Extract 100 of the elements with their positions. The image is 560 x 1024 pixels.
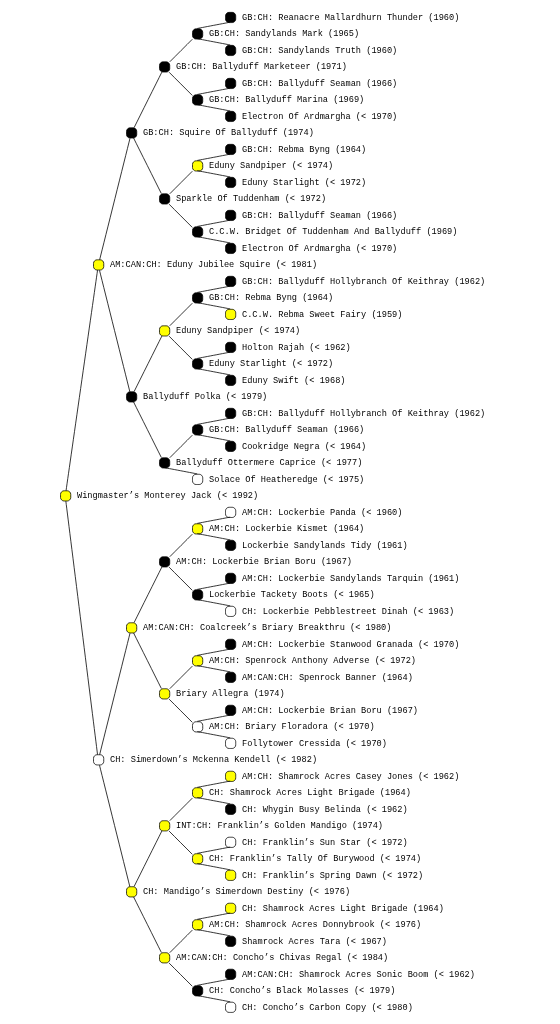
connector <box>196 170 231 178</box>
connector <box>196 104 231 112</box>
node-label: C.C.W. Bridget Of Tuddenham And Ballyduff (1969) <box>208 227 457 238</box>
node-label: GB:CH: Ballyduff Hollybranch Of Keithray (1962) <box>241 408 485 419</box>
node-label: AM:CAN:CH: Shamrock Acres Sonic Boom (< 1962) <box>241 969 475 980</box>
node-label: GB:CH: Ballyduff Seaman (1966) <box>241 78 397 89</box>
connector <box>168 71 193 96</box>
node-label: Ballyduff Ottermere Caprice (< 1977) <box>175 458 362 469</box>
node-label: Ballyduff Polka (< 1979) <box>142 392 267 403</box>
connector <box>132 896 162 953</box>
connector <box>196 648 231 656</box>
connector <box>196 516 231 524</box>
connector <box>196 285 231 293</box>
connector <box>196 87 231 95</box>
node-label: CH: Whygin Busy Belinda (< 1962) <box>241 804 408 815</box>
node-label: CH: Franklin’s Tally Of Burywood (< 1974) <box>208 854 421 865</box>
connector <box>132 137 162 194</box>
node-label: Lockerbie Tackety Boots (< 1965) <box>208 590 375 601</box>
connector <box>133 566 162 623</box>
node-label: Follytower Cressida (< 1970) <box>241 738 387 749</box>
connector <box>196 599 231 607</box>
node-label: Eduny Starlight (< 1972) <box>208 359 333 370</box>
node-label: INT:CH: Franklin’s Golden Mandigo (1974) <box>175 821 383 832</box>
node-label: Briary Allegra (1974) <box>175 689 285 700</box>
node-label: Sparkle Of Tuddenham (< 1972) <box>175 194 326 205</box>
connector <box>196 219 231 227</box>
node-label: Eduny Starlight (< 1972) <box>241 177 366 188</box>
node-label: AM:CH: Lockerbie Kismet (1964) <box>208 524 364 535</box>
node-label: CH: Concho’s Black Molasses (< 1979) <box>208 986 395 997</box>
connector <box>163 467 198 475</box>
connector <box>196 351 231 359</box>
node-label: Eduny Swift (< 1968) <box>241 375 346 386</box>
node-label: AM:CH: Lockerbie Brian Boru (1967) <box>241 705 418 716</box>
node-label: GB:CH: Rebma Byng (1964) <box>241 144 366 155</box>
node-label: CH: Shamrock Acres Light Brigade (1964) <box>208 788 411 799</box>
node-label: Electron Of Ardmargha (< 1970) <box>241 111 397 122</box>
connector <box>196 912 231 920</box>
connector <box>168 302 193 327</box>
connector <box>196 995 231 1003</box>
node-label: GB:CH: Ballyduff Marina (1969) <box>208 95 364 106</box>
node-label: AM:CH: Lockerbie Panda (< 1960) <box>241 507 402 518</box>
node-label: AM:CH: Shamrock Acres Casey Jones (< 1962) <box>241 771 459 782</box>
node-label: AM:CAN:CH: Concho’s Chivas Regal (< 1984) <box>175 953 388 964</box>
node-label: CH: Simerdown’s Mckenna Kendell (< 1982) <box>109 755 317 766</box>
node-label: GB:CH: Ballyduff Seaman (1966) <box>241 210 397 221</box>
connector <box>98 632 130 756</box>
connector <box>168 434 193 459</box>
connector <box>133 335 162 392</box>
connector <box>168 203 193 228</box>
connector <box>132 632 162 689</box>
connector <box>168 533 193 558</box>
node-label: AM:CAN:CH: Coalcreek’s Briary Breakthru (< 1980) <box>142 623 391 634</box>
connector <box>168 797 193 822</box>
node-label: GB:CH: Ballyduff Seaman (1966) <box>208 425 364 436</box>
node-label: GB:CH: Squire Of Ballyduff (1974) <box>142 128 314 139</box>
connector <box>196 38 231 46</box>
node-label: Shamrock Acres Tara (< 1967) <box>241 936 387 947</box>
node-label: CH: Franklin’s Sun Star (< 1972) <box>241 837 408 848</box>
node-label: Wingmaster’s Monterey Jack (< 1992) <box>76 491 258 502</box>
node-label: AM:CH: Lockerbie Brian Boru (1967) <box>175 557 352 568</box>
connector <box>133 71 162 128</box>
connector <box>196 863 231 871</box>
connector <box>168 962 193 987</box>
connector <box>168 170 193 195</box>
connector <box>133 830 162 887</box>
connector <box>196 368 231 376</box>
connector <box>196 302 231 310</box>
node-label: AM:CH: Briary Floradora (< 1970) <box>208 722 375 733</box>
connector <box>65 269 98 492</box>
node-label: GB:CH: Reanacre Mallardhurn Thunder (1960) <box>241 12 459 23</box>
connector <box>168 566 193 591</box>
node-label: AM:CH: Lockerbie Stanwood Granada (< 1970) <box>241 639 459 650</box>
node-label: Holton Rajah (< 1962) <box>241 342 351 353</box>
connector <box>168 665 193 690</box>
connector <box>132 401 162 458</box>
node-label: GB:CH: Ballyduff Hollybranch Of Keithray (1962) <box>241 276 485 287</box>
node-label: GB:CH: Rebma Byng (1964) <box>208 293 333 304</box>
connector <box>196 417 231 425</box>
connector <box>98 269 130 393</box>
node-label: AM:CAN:CH: Spenrock Banner (1964) <box>241 672 413 683</box>
node-label: Electron Of Ardmargha (< 1970) <box>241 243 397 254</box>
node-label: AM:CH: Shamrock Acres Donnybrook (< 1976) <box>208 920 421 931</box>
node-label: Eduny Sandpiper (< 1974) <box>175 326 300 337</box>
connector <box>168 830 193 855</box>
node-label: CH: Shamrock Acres Light Brigade (1964) <box>241 903 444 914</box>
connector <box>196 153 231 161</box>
connector <box>196 582 231 590</box>
connector <box>196 978 231 986</box>
node-label: AM:CH: Lockerbie Sandylands Tarquin (1961) <box>241 573 459 584</box>
connector <box>168 335 193 360</box>
connector <box>98 137 130 261</box>
connector <box>196 797 231 805</box>
connector <box>196 714 231 722</box>
node-label: CH: Lockerbie Pebblestreet Dinah (< 1963) <box>241 606 454 617</box>
connector <box>196 846 231 854</box>
connector <box>98 764 130 888</box>
connector <box>196 665 231 673</box>
node-label: AM:CH: Spenrock Anthony Adverse (< 1972) <box>208 656 416 667</box>
connector <box>64 500 98 756</box>
node-label: GB:CH: Sandylands Truth (1960) <box>241 45 397 56</box>
